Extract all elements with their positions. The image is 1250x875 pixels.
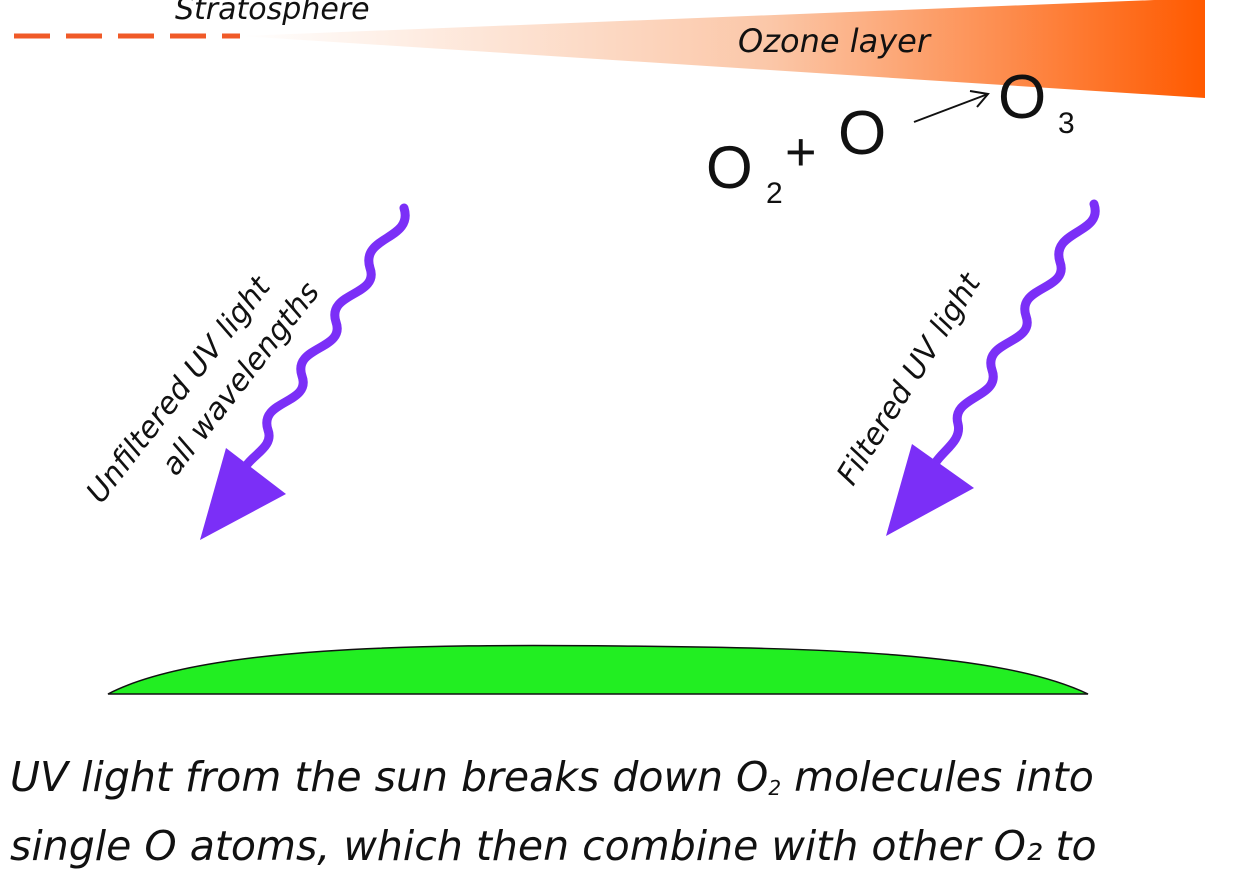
ozone-layer-wedge — [240, 0, 1205, 98]
caption-line-2: single O atoms, which then combine with … — [10, 822, 1097, 870]
ozone-layer-label: Ozone layer — [738, 22, 932, 60]
caption: UV light from the sun breaks down O2 mol… — [10, 748, 1250, 870]
caption-line-1: UV light from the sun breaks down O2 mol… — [10, 748, 1250, 817]
filtered-uv-wave — [931, 199, 1100, 467]
reaction-o2-subscript: 2 — [766, 177, 783, 210]
unfiltered-uv-label: Unfiltered UV light all wavelengths — [80, 269, 327, 510]
caption-line-1-before: UV light from the sun breaks down O — [10, 753, 769, 801]
ozone-reaction: O 2 + O O 3 — [706, 63, 1075, 210]
earth-surface — [107, 644, 1089, 695]
unfiltered-uv-wave — [241, 203, 410, 471]
reaction-o2: O — [706, 134, 753, 201]
arrow-right-icon — [913, 90, 990, 123]
caption-line-1-subscript: 2 — [768, 776, 782, 800]
unfiltered-uv-arrowhead — [200, 448, 286, 540]
reaction-o: O — [838, 99, 886, 168]
wavy-arrow-icon — [200, 203, 410, 540]
caption-line-1-after: molecules into — [781, 753, 1094, 801]
stratosphere-label: Stratosphere — [175, 0, 370, 27]
wavy-arrow-icon — [886, 199, 1100, 536]
reaction-o3: O — [998, 63, 1046, 132]
reaction-plus: + — [785, 122, 817, 182]
reaction-o3-subscript: 3 — [1058, 107, 1075, 140]
filtered-uv-arrowhead — [886, 444, 974, 536]
